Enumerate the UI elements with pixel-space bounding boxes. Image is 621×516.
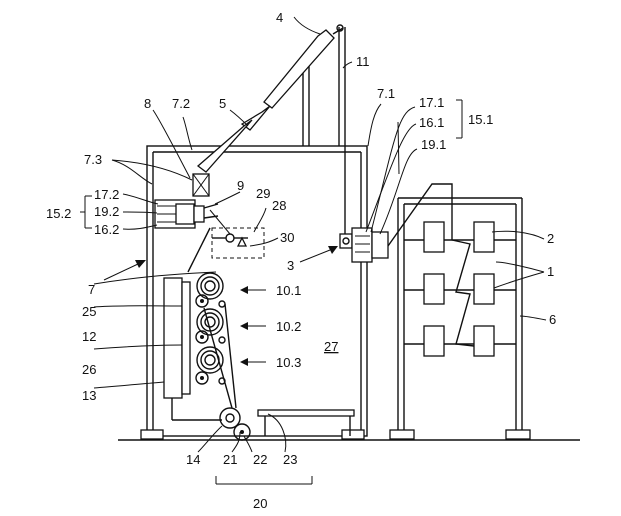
label-17-2: 17.2 xyxy=(94,187,119,202)
label-16-1: 16.1 xyxy=(419,115,444,130)
label-5: 5 xyxy=(219,96,226,111)
label-17-1: 17.1 xyxy=(419,95,444,110)
label-28: 28 xyxy=(272,198,286,213)
label-8: 8 xyxy=(144,96,151,111)
bracket-20 xyxy=(215,476,313,485)
label-20: 20 xyxy=(253,496,267,511)
label-29: 29 xyxy=(256,186,270,201)
label-22: 22 xyxy=(253,452,267,467)
label-16-2: 16.2 xyxy=(94,222,119,237)
label-10-3: 10.3 xyxy=(276,355,301,370)
arrows xyxy=(103,246,338,366)
drive-unit xyxy=(219,407,355,441)
leader-lines xyxy=(84,16,547,453)
label-25: 25 xyxy=(82,304,96,319)
winding-unit-15-2 xyxy=(154,173,219,229)
label-7-1: 7.1 xyxy=(377,86,395,101)
label-21: 21 xyxy=(223,452,237,467)
thread-guide xyxy=(209,209,265,259)
label-23: 23 xyxy=(283,452,297,467)
carrier-plate xyxy=(163,227,237,421)
label-11: 11 xyxy=(356,54,370,69)
label-27: 27 xyxy=(324,339,338,354)
label-7: 7 xyxy=(88,282,95,297)
label-2: 2 xyxy=(547,231,554,246)
bracket-15-1 xyxy=(456,99,463,139)
label-19-1: 19.1 xyxy=(421,137,446,152)
label-12: 12 xyxy=(82,329,96,344)
label-7-3: 7.3 xyxy=(84,152,102,167)
label-30: 30 xyxy=(280,230,294,245)
winding-unit-15-1 xyxy=(339,227,389,263)
package-10-2 xyxy=(195,308,226,344)
label-4: 4 xyxy=(276,10,283,25)
label-26: 26 xyxy=(82,362,96,377)
label-1: 1 xyxy=(547,264,554,279)
label-19-2: 19.2 xyxy=(94,204,119,219)
boom-arm xyxy=(196,24,346,240)
label-7-2: 7.2 xyxy=(172,96,190,111)
label-13: 13 xyxy=(82,388,96,403)
package-10-1 xyxy=(195,272,226,308)
label-14: 14 xyxy=(186,452,200,467)
main-frame xyxy=(140,145,368,440)
creel-frame xyxy=(387,183,531,440)
label-10-1: 10.1 xyxy=(276,283,301,298)
label-6: 6 xyxy=(549,312,556,327)
reference-labels: 4 11 8 7.2 5 7.1 17.1 16.1 15.1 19.1 7.3… xyxy=(46,10,556,511)
label-15-2: 15.2 xyxy=(46,206,71,221)
label-15-1: 15.1 xyxy=(468,112,493,127)
label-3: 3 xyxy=(287,258,294,273)
label-10-2: 10.2 xyxy=(276,319,301,334)
label-9: 9 xyxy=(237,178,244,193)
